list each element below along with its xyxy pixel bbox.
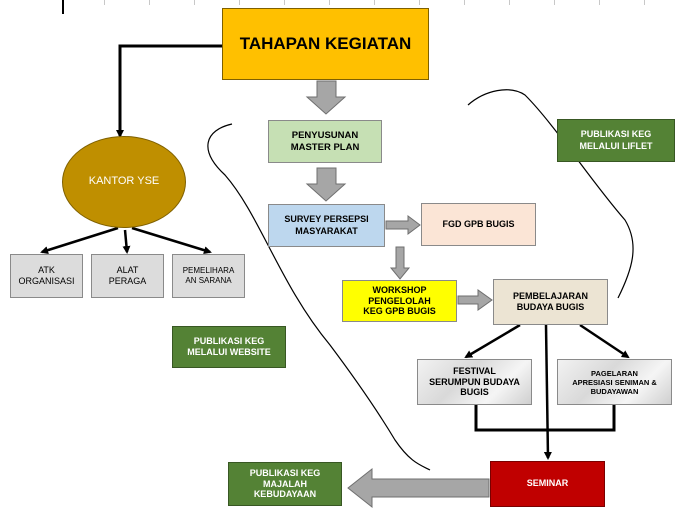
pembelajaran-box: PEMBELAJARAN BUDAYA BUGIS	[493, 279, 608, 325]
publikasi-liflet-box: PUBLIKASI KEG MELALUI LIFLET	[557, 119, 675, 162]
masterplan-box: PENYUSUNAN MASTER PLAN	[268, 120, 382, 163]
publikasi-majalah-box: PUBLIKASI KEG MAJALAH KEBUDAYAAN	[228, 462, 342, 506]
resource-pemeliharaan: PEMELIHARA AN SARANA	[172, 254, 245, 298]
pagelaran-box: PAGELARAN APRESIASI SENIMAN & BUDAYAWAN	[557, 359, 672, 405]
kantor-to-pemeliharaan-line	[131, 226, 212, 255]
fgd-box: FGD GPB BUGIS	[421, 203, 536, 246]
arrow-masterplan-to-survey	[305, 167, 347, 202]
pembelajaran-to-festival-line	[464, 323, 521, 359]
resource-alat: ALAT PERAGA	[91, 254, 164, 298]
results-bottom-bracket	[474, 405, 616, 432]
arrow-seminar-to-majalah	[347, 467, 490, 509]
left-bracket-curve	[207, 123, 431, 471]
title-box: TAHAPAN KEGIATAN	[222, 8, 429, 80]
workshop-box: WORKSHOP PENGELOLAH KEG GPB BUGIS	[342, 280, 457, 322]
kantor-to-atk-line	[40, 226, 119, 255]
seminar-box: SEMINAR	[490, 461, 605, 507]
kantor-circle: KANTOR YSE	[62, 136, 186, 228]
publikasi-website-box: PUBLIKASI KEG MELALUI WEBSITE	[172, 326, 286, 368]
resource-atk: ATK ORGANISASI	[10, 254, 83, 298]
kantor-to-alat-line	[122, 229, 131, 254]
arrow-survey-to-fgd	[385, 215, 421, 235]
pembelajaran-to-pagelaran-line	[579, 323, 630, 359]
arrow-workshop-to-pembelajaran	[457, 289, 493, 311]
festival-box: FESTIVAL SERUMPUN BUDAYA BUGIS	[417, 359, 532, 405]
title-to-kantor-line	[116, 44, 222, 138]
arrow-title-to-masterplan	[305, 80, 347, 115]
arrow-survey-to-workshop	[389, 246, 411, 280]
survey-box: SURVEY PERSEPSI MASYARAKAT	[268, 204, 385, 247]
pembelajaran-to-seminar-line	[543, 324, 552, 460]
